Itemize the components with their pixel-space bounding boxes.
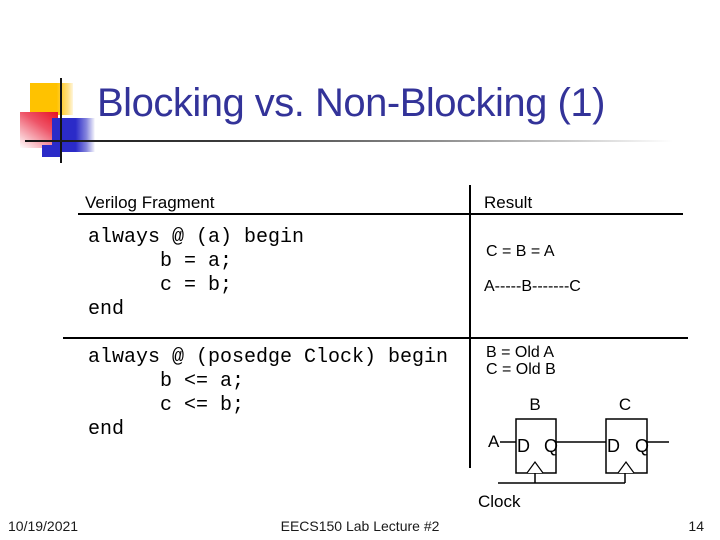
verilog-code-nonblocking: always @ (posedge Clock) begin b <= a; c… <box>88 346 449 441</box>
table-column-divider <box>469 185 471 468</box>
slide-title: Blocking vs. Non-Blocking (1) <box>97 81 605 125</box>
accent-vertical-line <box>60 78 62 163</box>
input-a-label: A <box>488 432 500 451</box>
flipflop-b-label: B <box>529 395 540 414</box>
table-row-divider <box>63 337 688 339</box>
wire-clock-net <box>498 473 626 484</box>
result-blocking-chain: A-----B-------C <box>484 278 581 295</box>
result-nonblocking-line2: C = Old B <box>486 361 556 378</box>
d-pin-label: D <box>517 436 530 456</box>
q-pin-label: Q <box>544 436 558 456</box>
verilog-code-blocking: always @ (a) begin b = a; c = b; end <box>88 226 305 321</box>
clock-label: Clock <box>478 492 521 511</box>
accent-blue-small-square <box>42 145 62 157</box>
accent-yellow-square <box>30 83 73 115</box>
clock-edge-icon <box>617 460 635 474</box>
footer-date: 10/19/2021 <box>8 518 79 534</box>
column-header-result: Result <box>484 193 533 212</box>
result-nonblocking-line1: B = Old A <box>486 344 555 361</box>
table-header-underline <box>78 213 683 215</box>
footer-course-title: EECS150 Lab Lecture #2 <box>280 518 440 534</box>
q-pin-label: Q <box>635 436 649 456</box>
result-blocking-equation: C = B = A <box>486 243 555 260</box>
clock-edge-icon <box>526 460 544 474</box>
title-horizontal-rule <box>25 140 700 142</box>
flipflop-diagram: B C A D Q D Q <box>488 395 669 484</box>
column-header-verilog-fragment: Verilog Fragment <box>85 193 215 212</box>
footer-page-number: 14 <box>688 518 704 534</box>
accent-red-square <box>20 112 58 148</box>
d-pin-label: D <box>607 436 620 456</box>
flipflop-c-label: C <box>619 395 631 414</box>
